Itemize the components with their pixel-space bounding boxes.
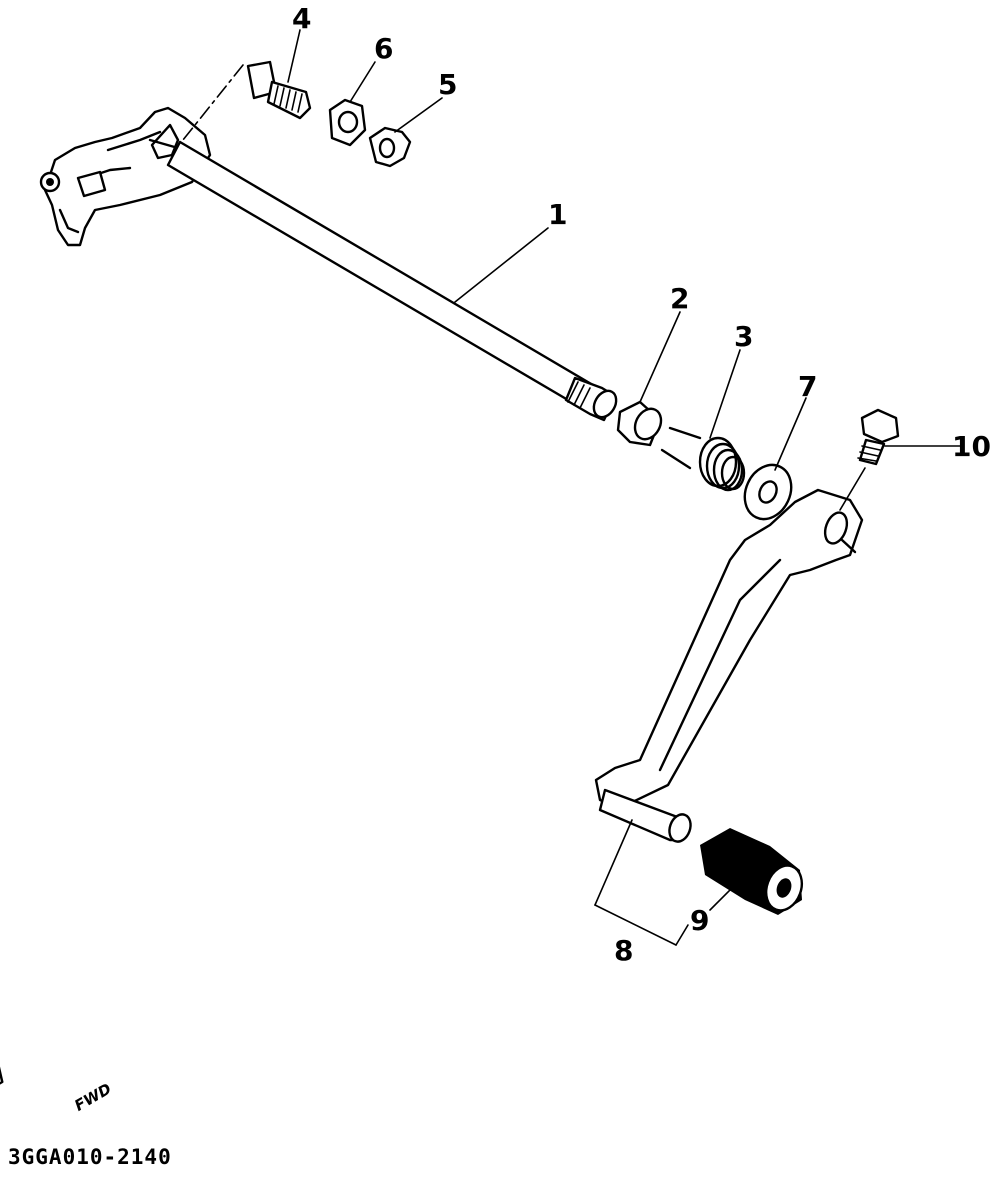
part-5-lock-washer — [368, 126, 412, 168]
callout-6: 6 — [374, 32, 393, 65]
callout-5: 5 — [438, 68, 457, 101]
part-2-collar — [616, 400, 663, 447]
shift-shaft — [166, 140, 618, 422]
callout-8: 8 — [614, 934, 633, 967]
part-9-pedal-rubber — [700, 828, 804, 915]
part-8-shift-pedal — [594, 488, 864, 843]
callout-labels: 1 2 3 4 5 6 7 8 9 10 — [292, 2, 991, 967]
callout-2: 2 — [670, 282, 689, 315]
shift-arm-assembly — [39, 106, 212, 247]
part-4-bolt — [246, 60, 312, 120]
diagram-code: 3GGA010-2140 — [8, 1145, 172, 1169]
callout-1: 1 — [548, 198, 567, 231]
part-3-return-spring — [660, 426, 746, 492]
callout-10: 10 — [952, 430, 991, 463]
callout-9: 9 — [690, 904, 709, 937]
part-6-nut — [328, 98, 367, 147]
leader-lines — [287, 29, 961, 946]
callout-3: 3 — [734, 320, 753, 353]
callout-4: 4 — [292, 2, 311, 35]
callout-7: 7 — [798, 370, 817, 403]
part-7-washer — [743, 463, 793, 521]
forward-direction-arrow: FWD — [0, 1056, 114, 1120]
assembly-centerline — [174, 64, 244, 151]
part-10-pinch-bolt — [857, 408, 900, 466]
fwd-label: FWD — [71, 1080, 114, 1115]
